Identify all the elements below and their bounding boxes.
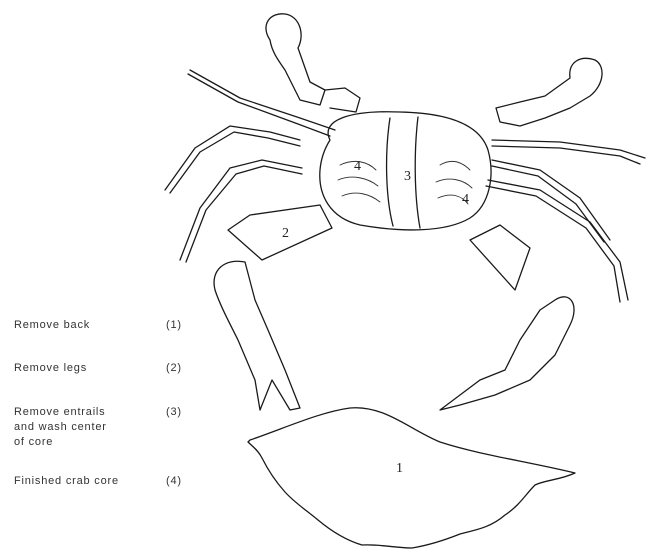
step-number: (3) (166, 405, 182, 420)
right-pincer (440, 297, 574, 410)
step-remove-entrails: Remove entrails and wash center of core … (14, 405, 119, 450)
step-number: (1) (166, 318, 182, 333)
step-number: (2) (166, 361, 182, 376)
step-number: (4) (166, 474, 182, 489)
left-legs (165, 70, 335, 262)
step-text: Remove entrails and wash center of core (14, 405, 119, 450)
left-claw (266, 14, 360, 112)
marker-core-right: 4 (462, 192, 469, 207)
step-text: Finished crab core (14, 474, 159, 489)
step-text: Remove back (14, 318, 159, 333)
back-shell (248, 408, 575, 548)
left-pincer (214, 261, 300, 410)
marker-leg: 2 (282, 226, 289, 241)
step-remove-legs: Remove legs (2) (14, 361, 159, 376)
marker-center: 3 (404, 169, 411, 184)
marker-back: 1 (396, 461, 403, 476)
step-text: Remove legs (14, 361, 159, 376)
marker-core-left: 4 (354, 159, 361, 174)
right-legs (470, 140, 645, 302)
step-finished-core: Finished crab core (4) (14, 474, 159, 489)
right-claw (496, 58, 602, 126)
step-remove-back: Remove back (1) (14, 318, 159, 333)
